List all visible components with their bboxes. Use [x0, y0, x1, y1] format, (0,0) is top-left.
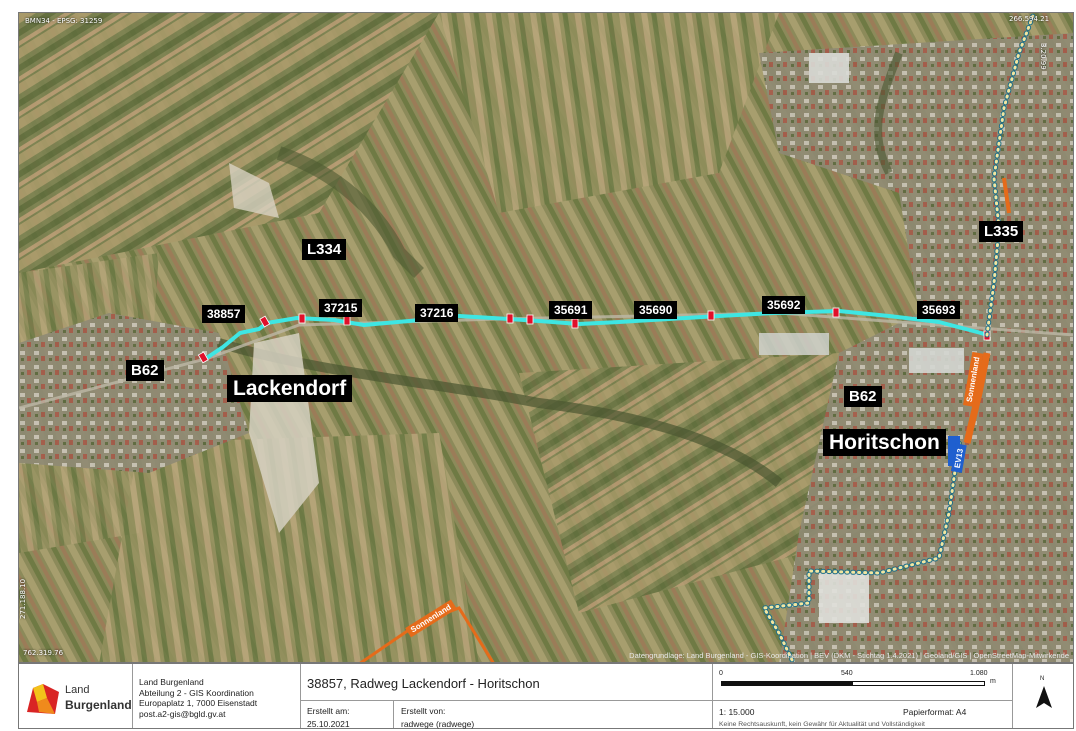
org-email[interactable]: post.a2-gis@bgld.gv.at: [139, 708, 226, 719]
scale-ratio: 1: 15.000: [719, 707, 755, 717]
coordinate-left: 271.188.10: [19, 578, 27, 619]
logo-text-land: Land: [65, 684, 90, 696]
place-label-horitschon: Horitschon: [823, 429, 946, 456]
created-by-value: radwege (radwege): [401, 719, 475, 729]
scale-unit: m: [990, 678, 996, 685]
logo-cell: Land Burgenland: [19, 664, 133, 728]
segment-label-37215[interactable]: 37215: [319, 299, 363, 317]
cycle-route-line[interactable]: [203, 309, 988, 361]
burgenland-logo-icon: [27, 684, 59, 714]
road-label-l335: L335: [979, 221, 1024, 242]
scale-tick-1080: 1.080: [970, 670, 988, 677]
segment-label-35690[interactable]: 35690: [634, 301, 678, 319]
created-on-value: 25.10.2021: [307, 719, 350, 729]
scale-tick-0: 0: [719, 670, 723, 677]
coordinate-right: 3.20.99: [1039, 43, 1047, 70]
paper-format: Papierformat: A4: [903, 707, 967, 717]
crs-label: BMN34 - EPSG: 31259: [25, 17, 103, 25]
map-title: 38857, Radweg Lackendorf - Horitschon: [307, 676, 540, 691]
segment-label-38857[interactable]: 38857: [202, 305, 246, 323]
road-label-b62-east: B62: [844, 386, 882, 407]
road-label-l334: L334: [302, 239, 347, 260]
map-attribution: Datengrundlage: Land Burgenland - GIS-Ko…: [629, 651, 1069, 660]
map-frame[interactable]: BMN34 - EPSG: 31259 266.594.21 3.20.99 7…: [18, 12, 1074, 663]
coordinate-top-right: 266.594.21: [1009, 15, 1050, 23]
aerial-basemap: [19, 13, 1073, 662]
scale-bar: [721, 681, 985, 686]
created-on-label: Erstellt am:: [307, 706, 350, 716]
organisation-cell: Land Burgenland Abteilung 2 - GIS Koordi…: [133, 664, 301, 728]
org-department: Abteilung 2 - GIS Koordination: [139, 687, 254, 698]
segment-label-35691[interactable]: 35691: [549, 301, 593, 319]
org-name: Land Burgenland: [139, 677, 204, 687]
segment-markers: [197, 307, 991, 364]
north-arrow-icon: [1036, 686, 1052, 708]
map-footer: Land Burgenland Land Burgenland Abteilun…: [18, 663, 1074, 729]
scale-cell: 0 540 1.080 m 1: 15.000 Papierformat: A4…: [713, 664, 1013, 728]
north-label: N: [1040, 676, 1045, 682]
segment-label-35692[interactable]: 35692: [762, 296, 806, 314]
segment-label-37216[interactable]: 37216: [415, 304, 459, 322]
segment-label-35693[interactable]: 35693: [917, 301, 961, 319]
created-by-label: Erstellt von:: [401, 706, 446, 716]
title-cell: 38857, Radweg Lackendorf - Horitschon Er…: [301, 664, 713, 729]
road-label-b62-west: B62: [126, 360, 164, 381]
coordinate-bottom-left: 762.319.76: [23, 649, 64, 657]
org-address: Europaplatz 1, 7000 Eisenstadt: [139, 698, 258, 708]
scale-tick-540: 540: [841, 670, 853, 677]
logo-text-burgenland: Burgenland: [65, 698, 132, 712]
disclaimer: Keine Rechtsauskunft, kein Gewähr für Ak…: [719, 721, 925, 728]
north-arrow-cell: N: [1013, 664, 1075, 728]
place-label-lackendorf: Lackendorf: [227, 375, 353, 402]
